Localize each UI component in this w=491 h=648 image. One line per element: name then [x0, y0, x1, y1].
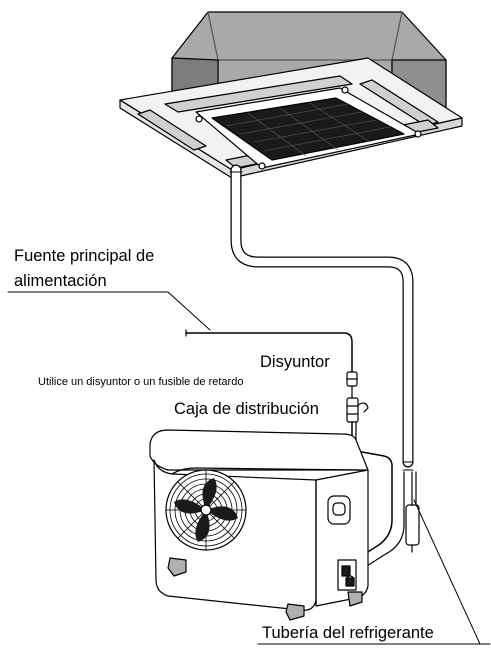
- fan-icon: [165, 469, 247, 551]
- service-valves: [337, 559, 357, 591]
- distribution-box-label: Caja de distribución: [174, 400, 319, 418]
- refrigerant-pipe: [230, 164, 414, 468]
- breaker-label: Disyuntor: [260, 353, 330, 371]
- main-power-label-line1: Fuente principal de: [14, 247, 155, 265]
- distribution-box-icon: [346, 397, 369, 423]
- outdoor-unit-foot: [285, 603, 305, 621]
- outdoor-unit-handle: [327, 495, 351, 525]
- main-power-label-line2: alimentación: [14, 272, 107, 290]
- outdoor-unit-foot: [347, 591, 363, 607]
- breaker-note: Utilice un disyuntor o un fusible de ret…: [38, 376, 244, 388]
- outdoor-unit-top: [149, 429, 369, 471]
- indoor-unit-grille: [211, 97, 405, 161]
- refrigerant-pipe-label: Tubería del refrigerante: [262, 624, 434, 642]
- refrigerant-leader: [413, 499, 481, 645]
- outdoor-unit-foot: [167, 557, 187, 577]
- breaker-icon: [346, 371, 358, 399]
- main-power-leader: [167, 291, 211, 331]
- outdoor-unit: [149, 429, 369, 621]
- indoor-cassette-unit: [119, 11, 463, 179]
